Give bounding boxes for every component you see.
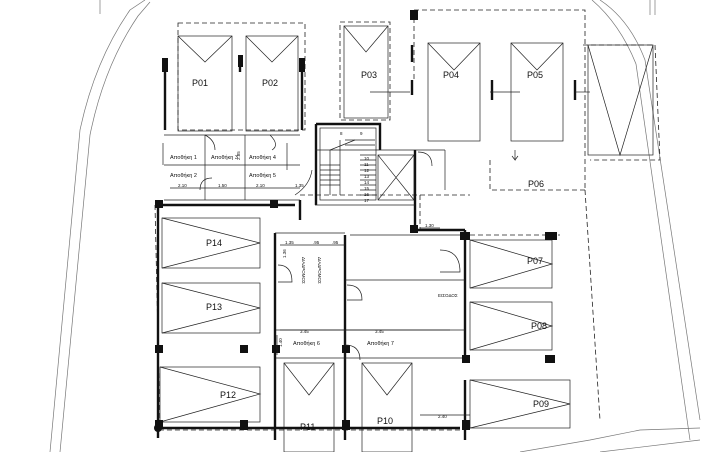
dimension-text: .95: [313, 240, 320, 245]
parking-label-p05: P05: [527, 70, 543, 80]
parking-bay-p04: [427, 42, 481, 142]
parking-label-p10: P10: [377, 416, 393, 426]
stair-step-9: 9: [360, 131, 363, 136]
parking-label-p02: P02: [262, 78, 278, 88]
storage-label-1: Αποθήκη 1: [170, 154, 197, 161]
storage-label-2: Αποθήκη 2: [170, 172, 197, 179]
door-swings: [199, 134, 461, 361]
parking-bay-p11: [283, 362, 335, 452]
stair-step-8: 8: [340, 131, 343, 136]
parking-bay-p01: [177, 35, 233, 132]
corridor-label-1: ΔΙΑΔΡΟΜΟΣ: [301, 257, 306, 284]
corridor-label-2: ΔΙΑΔΡΟΜΟΣ: [317, 257, 322, 284]
dimension-text: 1.36: [282, 249, 287, 258]
parking-bay-p12: [159, 366, 261, 423]
dimension-text: 2.10: [256, 183, 265, 188]
parking-label-p07: P07: [527, 256, 543, 266]
dimension-text: 1.30: [425, 223, 434, 228]
parking-bay-p10: [361, 362, 413, 452]
parking-label-p03: P03: [361, 70, 377, 80]
parking-label-p09: P09: [533, 399, 549, 409]
dimension-text: 1.50: [218, 183, 227, 188]
stair-step-11: 11: [364, 162, 369, 167]
storage-label-6: Αποθήκη 6: [293, 340, 320, 347]
parking-bays: [159, 25, 654, 452]
dimension-text: 3.45: [375, 329, 384, 334]
stair-step-17: 17: [364, 198, 370, 203]
storage-label-4: Αποθήκη 4: [249, 154, 276, 161]
storage-label-5: Αποθήκη 5: [249, 172, 276, 179]
parking-label-p12: P12: [220, 390, 236, 400]
entrance-label: ΕΙΣΟΔΟΣ: [438, 293, 458, 298]
parking-bay-p09: [469, 379, 571, 429]
parking-labels: P01 P02 P03 P04 P05 P06 P07 P08 P09 P10 …: [192, 70, 549, 432]
stair-step-15: 15: [364, 186, 370, 191]
elevator-shaft: [377, 154, 415, 201]
stair-step-10: 10: [364, 156, 370, 161]
dimension-text: 1.35: [295, 183, 304, 188]
dimension-text: 2.40: [438, 414, 447, 419]
parking-label-p04: P04: [443, 70, 459, 80]
stair-step-14: 14: [364, 180, 370, 185]
dimension-text: .95: [332, 240, 339, 245]
area-labels: ΔΙΑΔΡΟΜΟΣ ΔΙΑΔΡΟΜΟΣ ΕΙΣΟΔΟΣ: [301, 257, 458, 298]
parking-label-p01: P01: [192, 78, 208, 88]
parking-label-p11: P11: [300, 422, 315, 432]
stair-step-numbers: 8 9 10 11 12 13 14 15 16 17: [340, 131, 370, 203]
stair-step-13: 13: [364, 174, 370, 179]
columns: [154, 10, 557, 432]
corner-marker: [154, 424, 162, 432]
storage-label-7: Αποθήκη 7: [367, 340, 394, 347]
property-boundary: [49, 0, 701, 452]
parking-bay-p03: [343, 25, 389, 119]
storage-label-3: Αποθήκη 3: [211, 154, 238, 161]
storage-labels: Αποθήκη 1 Αποθήκη 2 Αποθήκη 3 Αποθήκη 4 …: [170, 154, 394, 347]
walls: [156, 45, 577, 440]
parking-label-p13: P13: [206, 302, 222, 312]
dimension-texts: 2.10 1.50 2.10 1.35 1.35 .95 .95 1.30 3.…: [178, 151, 447, 419]
dimension-text: 1.40: [278, 338, 283, 347]
dimension-text: 2.85: [236, 151, 241, 160]
parking-bay-p02: [245, 35, 299, 132]
dimension-text: 3.45: [300, 329, 309, 334]
dimension-text: 2.10: [178, 183, 187, 188]
stairwell: [319, 127, 415, 201]
parking-label-p14: P14: [206, 238, 222, 248]
dimension-text: 1.35: [285, 240, 294, 245]
parking-bay-p06-diag: [587, 44, 654, 156]
parking-label-p08: P08: [531, 321, 547, 331]
stair-step-16: 16: [364, 192, 370, 197]
parking-label-p06: P06: [528, 179, 544, 189]
dimension-lines: [162, 91, 590, 416]
stair-step-12: 12: [364, 168, 370, 173]
